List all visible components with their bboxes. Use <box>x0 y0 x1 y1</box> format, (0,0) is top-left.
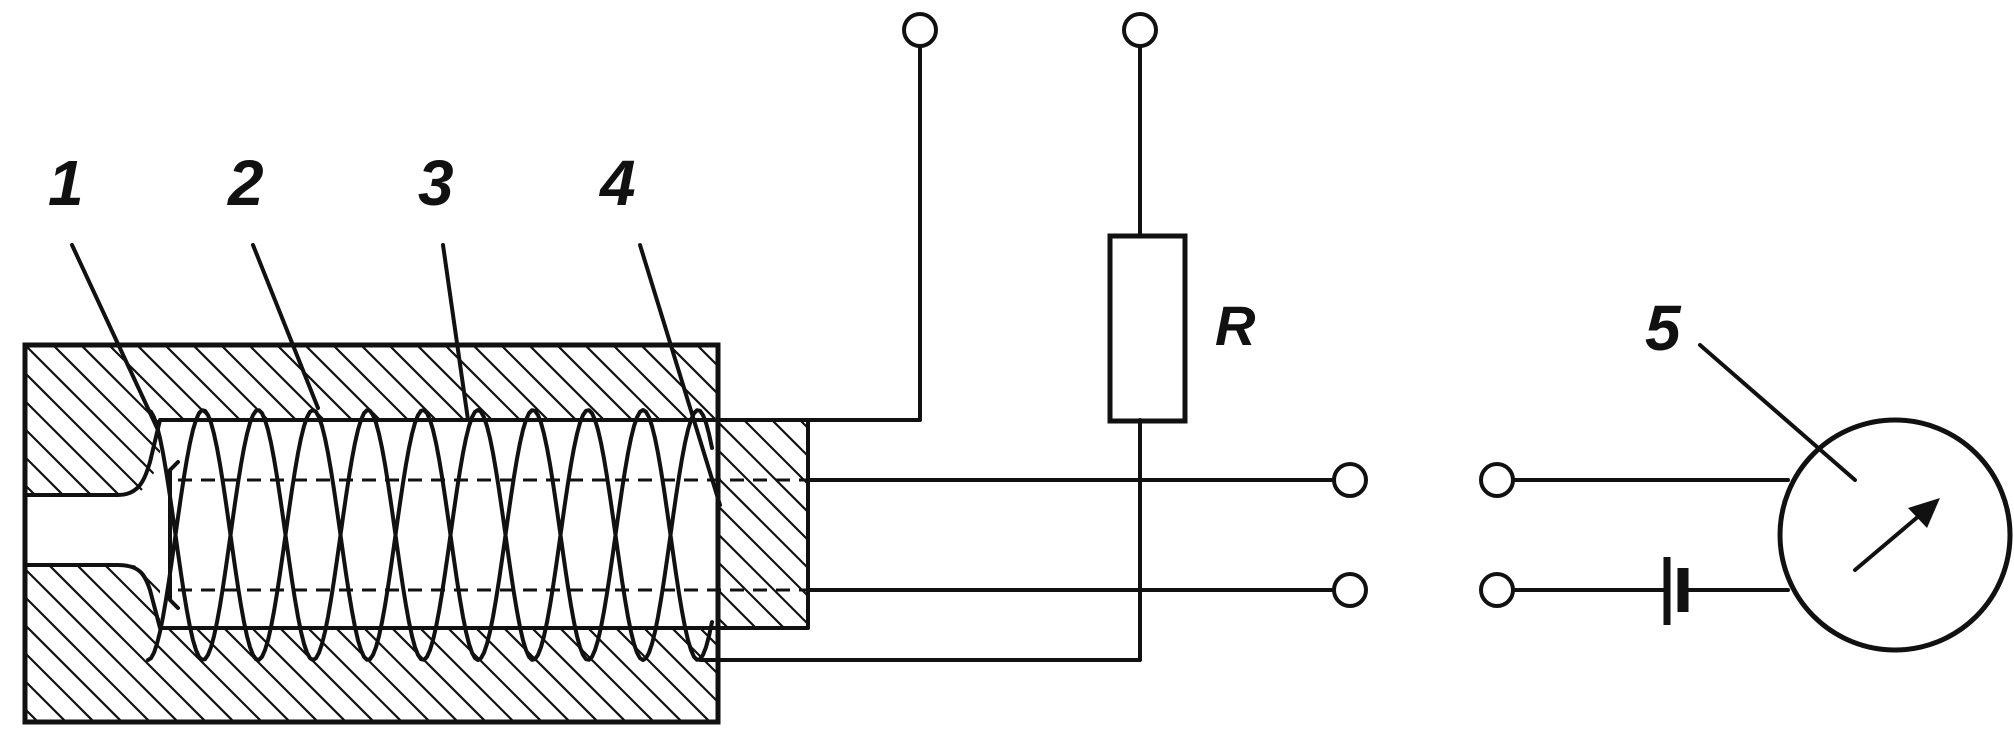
housing-hatching <box>25 345 808 722</box>
leader-line-1 <box>70 243 160 432</box>
housing-outline <box>22 342 721 725</box>
core-left-end <box>168 460 180 610</box>
coil-winding <box>146 408 714 662</box>
coil-lead-top <box>698 43 922 422</box>
label-part-2: 2 <box>227 147 264 219</box>
meter-dial <box>1777 417 2013 653</box>
core-rod <box>168 460 808 610</box>
terminal-right-upper <box>1479 462 1515 498</box>
label-part-5: 5 <box>1645 292 1682 364</box>
leader-line-4 <box>638 243 722 507</box>
label-part-1: 1 <box>48 147 84 219</box>
meter-needle <box>1853 513 1922 572</box>
housing-cavity-outline <box>23 418 810 630</box>
terminal-resistor-top <box>1122 12 1158 48</box>
leader-line-2 <box>251 243 320 410</box>
leader-line-3 <box>441 243 470 422</box>
meter-needle-arrowhead <box>1908 498 1940 528</box>
resistor-body <box>1107 233 1188 424</box>
housing-body <box>22 342 810 725</box>
terminal-right-lower <box>1479 572 1515 608</box>
label-part-4: 4 <box>598 147 636 219</box>
coil-lead-bottom <box>698 418 1142 662</box>
resistor-label: R <box>1215 294 1256 357</box>
terminal-left-upper <box>1332 462 1368 498</box>
terminal-coil-top <box>902 12 938 48</box>
terminal-left-lower <box>1332 572 1368 608</box>
label-part-3: 3 <box>418 147 454 219</box>
leader-line-5 <box>1698 343 1857 482</box>
